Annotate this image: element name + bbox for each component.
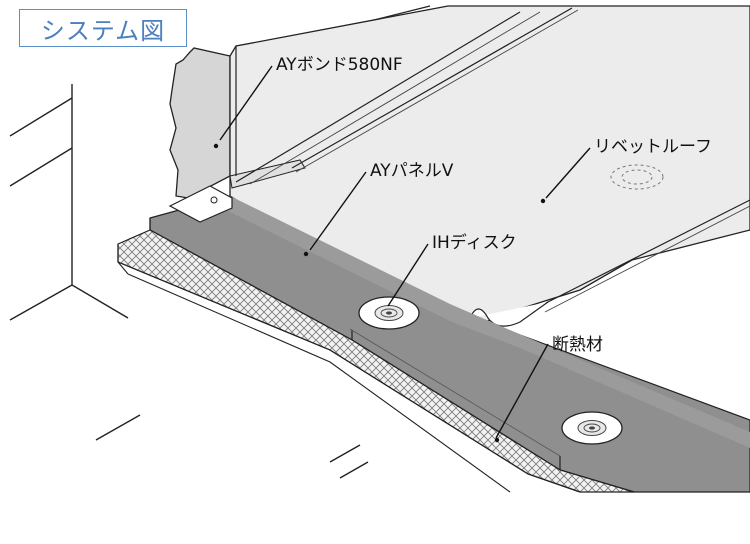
label-adhesive: AYボンド580NF: [276, 55, 403, 75]
leader-lines: [219, 65, 591, 439]
rivet-mark: [610, 164, 664, 190]
edge-bracket: [168, 185, 233, 223]
ih-disc: [358, 296, 420, 330]
label-roof: リベットルーフ: [594, 137, 712, 157]
diagram-title: システム図: [19, 9, 187, 47]
label-insulation: 断熱材: [552, 335, 603, 355]
label-panel: AYパネルV: [370, 161, 454, 181]
building-wall: [9, 84, 369, 479]
label-disc: IHディスク: [432, 232, 517, 253]
parapet-wall: [169, 47, 231, 199]
ih-disc: [561, 411, 623, 445]
